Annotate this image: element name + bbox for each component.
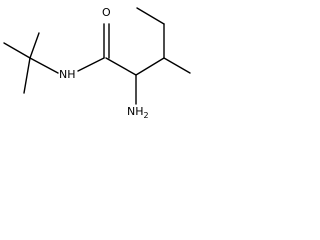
amide-nh-label: NH: [59, 68, 76, 81]
molecule-diagram: O NH NH2: [0, 0, 214, 135]
bond-tbu-methyl-top-left: [3, 42, 31, 59]
amine-subscript: 2: [143, 111, 149, 120]
bond-ethyl-terminal: [136, 7, 165, 25]
amine-nh-text: NH: [127, 105, 144, 118]
amine-nh2-label: NH2: [127, 105, 149, 121]
oxygen-label: O: [102, 6, 111, 19]
bond-nitrogen-to-carbonyl: [77, 57, 105, 72]
bond-tbu-methyl-top-right: [29, 32, 40, 59]
bond-alpha-to-beta: [135, 57, 165, 76]
bond-tbu-methyl-bottom: [23, 57, 31, 94]
bond-carbonyl-to-alpha: [105, 57, 137, 76]
bond-skeleton: [3, 7, 191, 105]
bond-beta-methyl: [163, 57, 191, 74]
bond-tbu-to-nitrogen: [29, 57, 59, 74]
